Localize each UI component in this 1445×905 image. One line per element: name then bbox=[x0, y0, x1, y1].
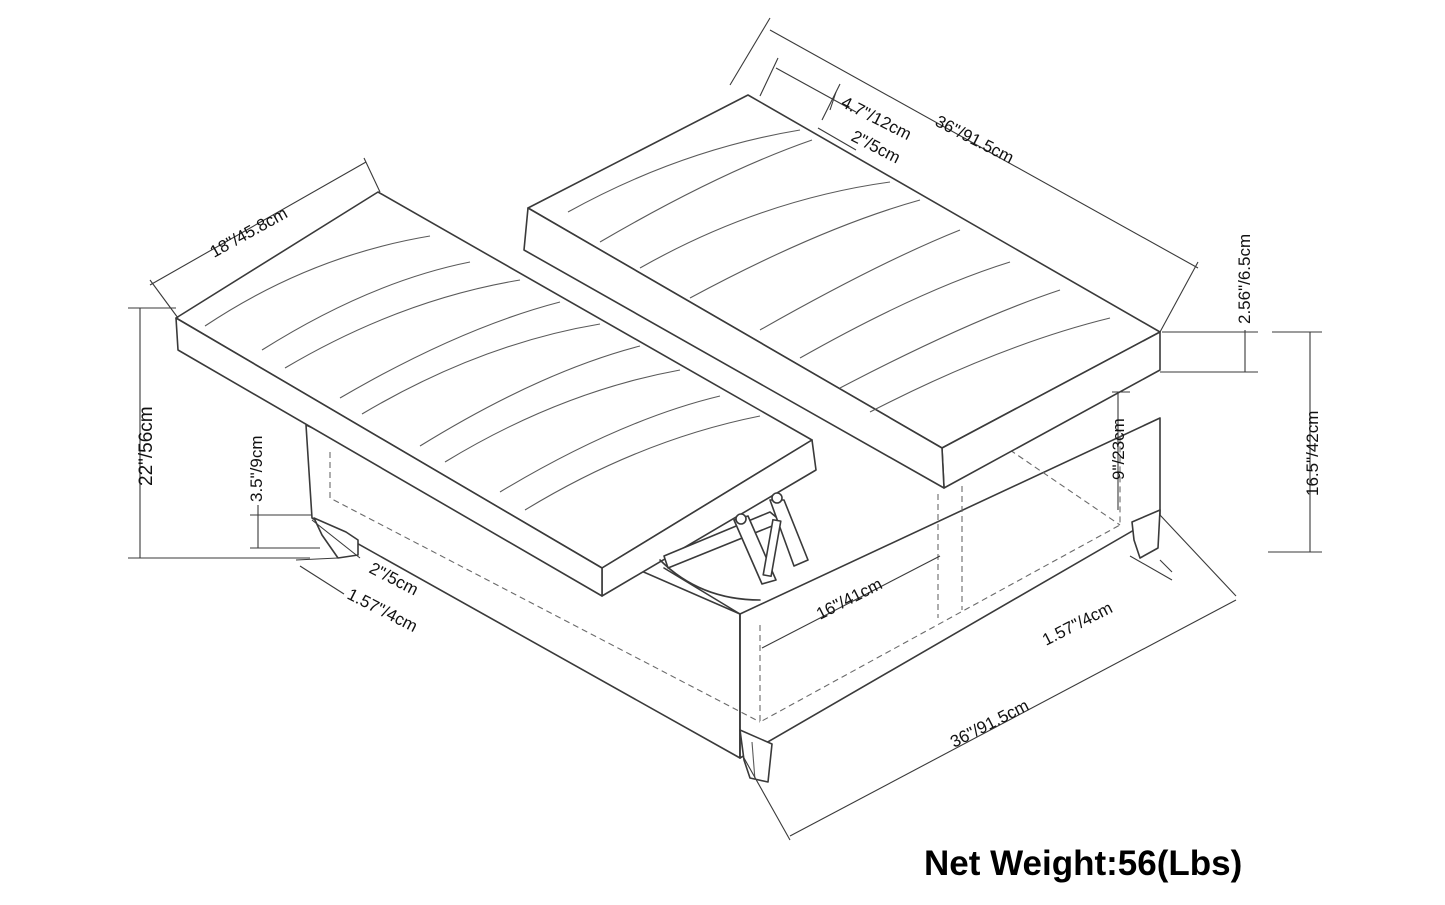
dim-bottom-width: 36"/91.5cm bbox=[947, 696, 1032, 752]
left-lid-side-edge bbox=[175, 317, 603, 597]
dim-lift-height: 3.5"/9cm bbox=[247, 435, 266, 502]
dim-top-width: 36"/91.5cm bbox=[932, 112, 1017, 168]
lift-hinge bbox=[659, 492, 809, 615]
dim-seat-height: 16.5"/42cm bbox=[1303, 411, 1322, 496]
leg-front bbox=[739, 729, 773, 783]
left-lid bbox=[175, 191, 817, 597]
right-lid-side-edge bbox=[523, 207, 945, 489]
dim-inner-depth: 9"/23cm bbox=[1109, 418, 1128, 480]
leg-right bbox=[1131, 509, 1161, 559]
right-lid bbox=[523, 94, 1161, 489]
dim-leg-width-right: 1.57"/4cm bbox=[1039, 598, 1115, 649]
net-weight-label: Net Weight:56(Lbs) bbox=[924, 844, 1243, 883]
front-face-inner-outline bbox=[759, 430, 1121, 723]
dim-lid-thickness: 2.56"/6.5cm bbox=[1235, 234, 1254, 324]
left-face-inner-outline bbox=[329, 452, 761, 723]
dim-lid-depth: 18"/45.8cm bbox=[207, 203, 291, 261]
dimension-lines bbox=[128, 17, 1322, 841]
dim-overall-height: 22"/56cm bbox=[136, 406, 157, 486]
